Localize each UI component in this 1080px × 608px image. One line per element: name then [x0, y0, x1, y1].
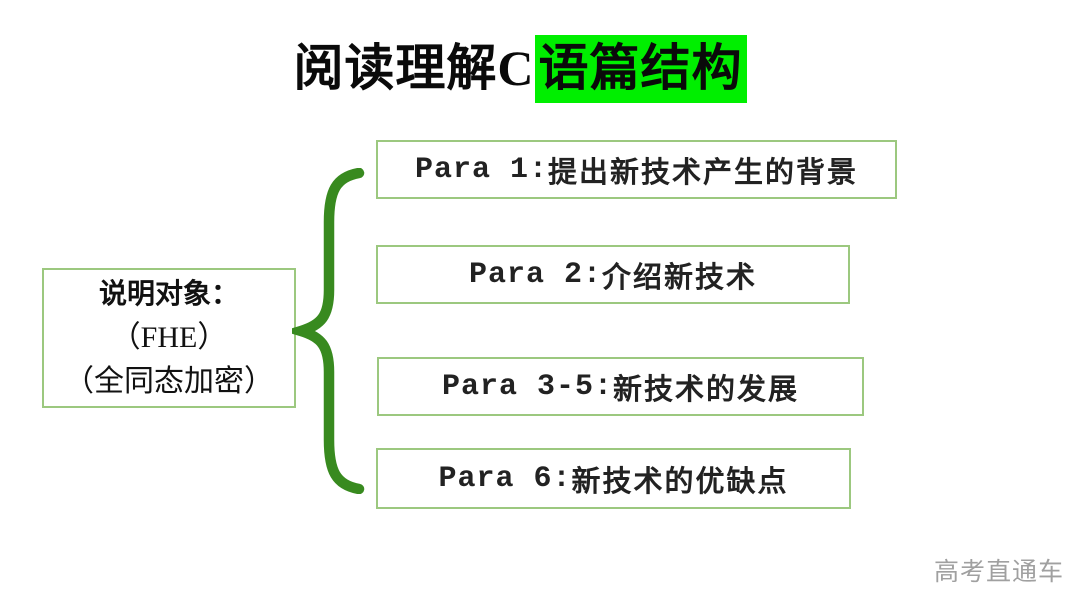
- paragraph-box-4: Para 6:新技术的优缺点: [376, 448, 851, 509]
- paragraph-4-text: 新技术的优缺点: [571, 465, 789, 498]
- watermark: 高考直通车: [933, 558, 1064, 586]
- paragraph-box-1: Para 1:提出新技术产生的背景: [376, 140, 897, 199]
- paragraph-3-text: 新技术的发展: [613, 373, 800, 406]
- paragraph-box-3: Para 3-5:新技术的发展: [377, 357, 864, 416]
- subject-full-name: （全同态加密）: [64, 365, 274, 398]
- paragraph-1-text: 提出新技术产生的背景: [548, 156, 859, 189]
- subject-abbreviation: （FHE）: [110, 321, 228, 354]
- paragraph-3-prefix: Para 3-5:: [441, 369, 613, 404]
- paragraph-4-prefix: Para 6:: [438, 461, 572, 496]
- page-title-highlight: 语篇结构: [534, 35, 747, 103]
- curly-brace-icon: [292, 168, 365, 494]
- paragraph-box-2: Para 2:介绍新技术: [376, 245, 850, 304]
- subject-box: 说明对象： （FHE） （全同态加密）: [42, 268, 296, 408]
- paragraph-2-prefix: Para 2:: [468, 257, 602, 292]
- subject-label: 说明对象：: [98, 278, 239, 309]
- page-title: 阅读理解C语篇结构: [0, 28, 1040, 103]
- page-title-plain: 阅读理解C: [293, 40, 535, 96]
- paragraph-1-prefix: Para 1:: [414, 152, 548, 187]
- paragraph-2-text: 介绍新技术: [602, 261, 758, 294]
